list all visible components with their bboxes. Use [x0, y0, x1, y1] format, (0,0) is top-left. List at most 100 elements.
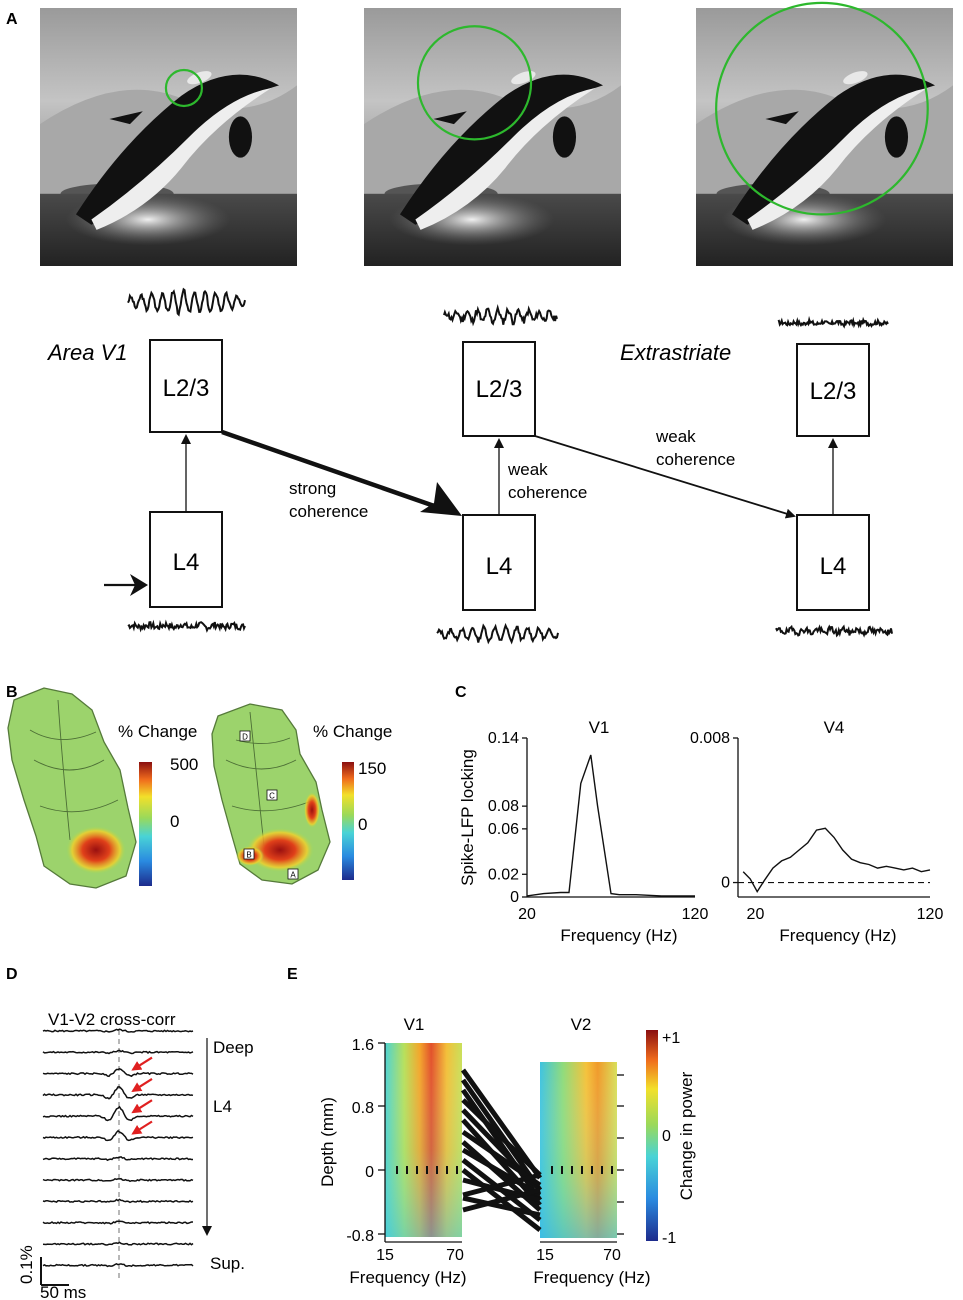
y-tick-label: 0	[721, 875, 730, 892]
v1-l4-box	[149, 511, 223, 608]
x-tick-label: 20	[747, 906, 765, 923]
connection-line	[462, 1172, 541, 1198]
ex-l23-box	[796, 343, 870, 437]
panel-letter-e: E	[287, 966, 298, 983]
v2-freq-tick-min: 15	[536, 1247, 554, 1264]
deep-label: Deep	[213, 1038, 254, 1057]
x-tick-label: 120	[682, 906, 709, 923]
orca-photo-row	[40, 1, 953, 266]
v1-freq-label: Frequency (Hz)	[349, 1268, 466, 1287]
crosscorr-trace	[42, 1049, 194, 1055]
lfp-trace-v1-l23	[127, 287, 246, 317]
strong-coherence-label-1: strong	[289, 479, 336, 498]
map2-tick-max: 150	[358, 759, 386, 778]
orca-dorsal-fin	[765, 111, 799, 125]
connection-line	[460, 1088, 543, 1202]
weak-coherence-label-2: coherence	[656, 450, 735, 469]
red-arrow	[131, 1077, 153, 1092]
red-arrow	[131, 1099, 153, 1114]
chart-title: V1	[589, 718, 610, 737]
receptive-field-circle	[715, 1, 929, 216]
orca-belly	[747, 87, 928, 230]
orca-flipper	[552, 116, 577, 158]
panel-letter-a: A	[6, 11, 18, 28]
lfp-trace-v2-l4	[436, 622, 559, 645]
y-tick-label: 0.14	[488, 730, 519, 747]
map1-tick-max: 500	[170, 755, 198, 774]
l4-label: L4	[213, 1097, 232, 1116]
heatmap-v1-yticks	[378, 1042, 385, 1235]
power-colorbar-label: Change in power	[677, 1071, 696, 1200]
map1-colorbar	[139, 762, 152, 886]
map2-colorbar	[342, 762, 354, 880]
panel-letter-b: B	[6, 684, 18, 701]
power-tick-max: +1	[662, 1030, 680, 1047]
cortical-map-1: % Change 500 0	[7, 687, 198, 889]
v2-freq-tick-max: 70	[603, 1247, 621, 1264]
data-line	[742, 827, 931, 893]
y-tick-label: 0.02	[488, 866, 519, 883]
map2-sulci	[225, 711, 315, 847]
crosscorr-trace	[42, 1198, 194, 1204]
v2-l23-box	[462, 341, 536, 437]
crosscorr-trace	[42, 1220, 193, 1225]
strong-arrow-head	[420, 482, 462, 516]
x-tick-label: 120	[917, 906, 944, 923]
orca-flipper	[228, 116, 253, 158]
heatmap-v1-shading	[385, 1043, 462, 1237]
zero-depth-markers	[396, 1166, 613, 1174]
y-tick-label: 0.06	[488, 821, 519, 838]
depth-tick-4: -0.8	[346, 1228, 374, 1245]
panel-letter-d: D	[6, 966, 18, 983]
receptive-field-circle	[164, 68, 204, 108]
weak-coherence-label-1: weak	[655, 427, 696, 446]
power-colorbar	[646, 1030, 658, 1241]
ex-l23-label: L2/3	[810, 378, 857, 405]
y-tick-label: 0.08	[488, 798, 519, 815]
connection-line	[462, 1187, 541, 1213]
lfp-trace-ex-l4	[775, 624, 893, 638]
strong-coherence-label-2: coherence	[289, 502, 368, 521]
power-tick-min: -1	[662, 1230, 676, 1247]
v1-l4-label: L4	[173, 549, 200, 576]
ex-l4-label: L4	[820, 553, 847, 580]
crosscorr-trace	[42, 1105, 194, 1122]
extrastriate-label: Extrastriate	[620, 340, 731, 365]
orca-belly	[91, 87, 272, 230]
v2-l23-label: L2/3	[476, 376, 523, 403]
crosscorr-traces	[42, 1028, 194, 1268]
weak-coherence-arrow	[534, 435, 796, 519]
depth-tick-3: 0	[365, 1164, 374, 1181]
power-tick-zero: 0	[662, 1128, 671, 1145]
heatmap-v2-title: V2	[571, 1015, 592, 1034]
sup-label: Sup.	[210, 1254, 245, 1273]
map1-sulci	[29, 699, 119, 841]
map2-sites: D C B A	[239, 730, 299, 880]
v1-l23-box	[149, 339, 223, 433]
red-arrow	[131, 1056, 153, 1071]
map1-tick-zero: 0	[170, 812, 179, 831]
crosscorr-title: V1-V2 cross-corr	[48, 1010, 176, 1029]
data-line	[526, 754, 695, 897]
red-arrow	[131, 1120, 153, 1135]
v1-freq-tick-min: 15	[376, 1247, 394, 1264]
heatmap-v1-title: V1	[404, 1015, 425, 1034]
map1-hotspot	[66, 826, 126, 874]
y-tick-label: 0	[510, 889, 519, 906]
crosscorr-trace	[42, 1086, 194, 1100]
map2-hotspot-edge	[304, 792, 320, 828]
connection-line	[461, 1098, 542, 1177]
connection-line	[462, 1177, 541, 1203]
chart-title: V4	[824, 718, 845, 737]
site-label-c: C	[269, 792, 275, 801]
site-label-a: A	[290, 871, 296, 880]
lfp-trace-ex-l23	[777, 315, 889, 329]
orca-eye-patch	[843, 71, 868, 85]
connection-line	[461, 1147, 542, 1198]
v2-right-ticks	[617, 1074, 624, 1235]
weak-coherence-v2-label-2: coherence	[508, 483, 587, 502]
strong-coherence-arrow	[221, 429, 441, 511]
